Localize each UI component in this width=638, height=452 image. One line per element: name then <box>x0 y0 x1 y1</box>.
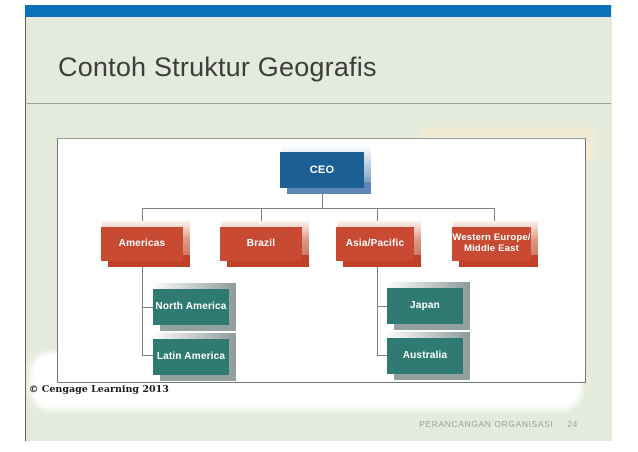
org-node-ceo: CEO <box>280 146 371 194</box>
org-node-label: Asia/Pacific <box>336 227 414 261</box>
org-node-label: Americas <box>101 227 183 261</box>
org-node-label: Brazil <box>220 227 302 261</box>
connector-level2-bus <box>142 208 495 209</box>
page-number: 24 <box>567 419 578 429</box>
connector-stub-latin-america <box>142 355 153 356</box>
org-node-latin-america: Latin America <box>153 333 236 381</box>
connector-stub-western-europe <box>494 208 495 227</box>
org-node-brazil: Brazil <box>220 221 309 267</box>
org-node-label: Australia <box>387 338 463 374</box>
org-node-japan: Japan <box>387 282 470 330</box>
slide-footer: PERANCANGAN ORGANISASI 24 <box>419 419 578 429</box>
org-node-label: Latin America <box>153 339 229 375</box>
connector-stub-asia-pacific <box>377 208 378 227</box>
connector-stub-brazil <box>261 208 262 227</box>
org-node-australia: Australia <box>387 332 470 380</box>
copyright-note: © Cengage Learning 2013 <box>29 384 169 395</box>
connector-asia-children-vertical <box>377 261 378 355</box>
footer-course-label: PERANCANGAN ORGANISASI <box>419 419 554 429</box>
org-node-label: Western Europe/ Middle East <box>452 227 531 261</box>
org-node-asia-pacific: Asia/Pacific <box>336 221 421 267</box>
org-node-western-europe-middle-east: Western Europe/ Middle East <box>452 221 538 267</box>
org-node-label: North America <box>153 289 229 325</box>
connector-stub-north-america <box>142 307 153 308</box>
connector-stub-japan <box>377 306 387 307</box>
top-accent-bar <box>25 5 611 17</box>
connector-stub-americas <box>142 208 143 227</box>
title-divider <box>25 103 611 104</box>
connector-stub-australia <box>377 355 387 356</box>
org-node-label: CEO <box>280 152 364 188</box>
slide-title: Contoh Struktur Geografis <box>58 52 377 82</box>
org-node-label: Japan <box>387 288 463 324</box>
org-node-north-america: North America <box>153 283 236 331</box>
connector-americas-children-vertical <box>142 261 143 355</box>
org-node-americas: Americas <box>101 221 190 267</box>
connector-ceo-vertical <box>322 188 323 208</box>
